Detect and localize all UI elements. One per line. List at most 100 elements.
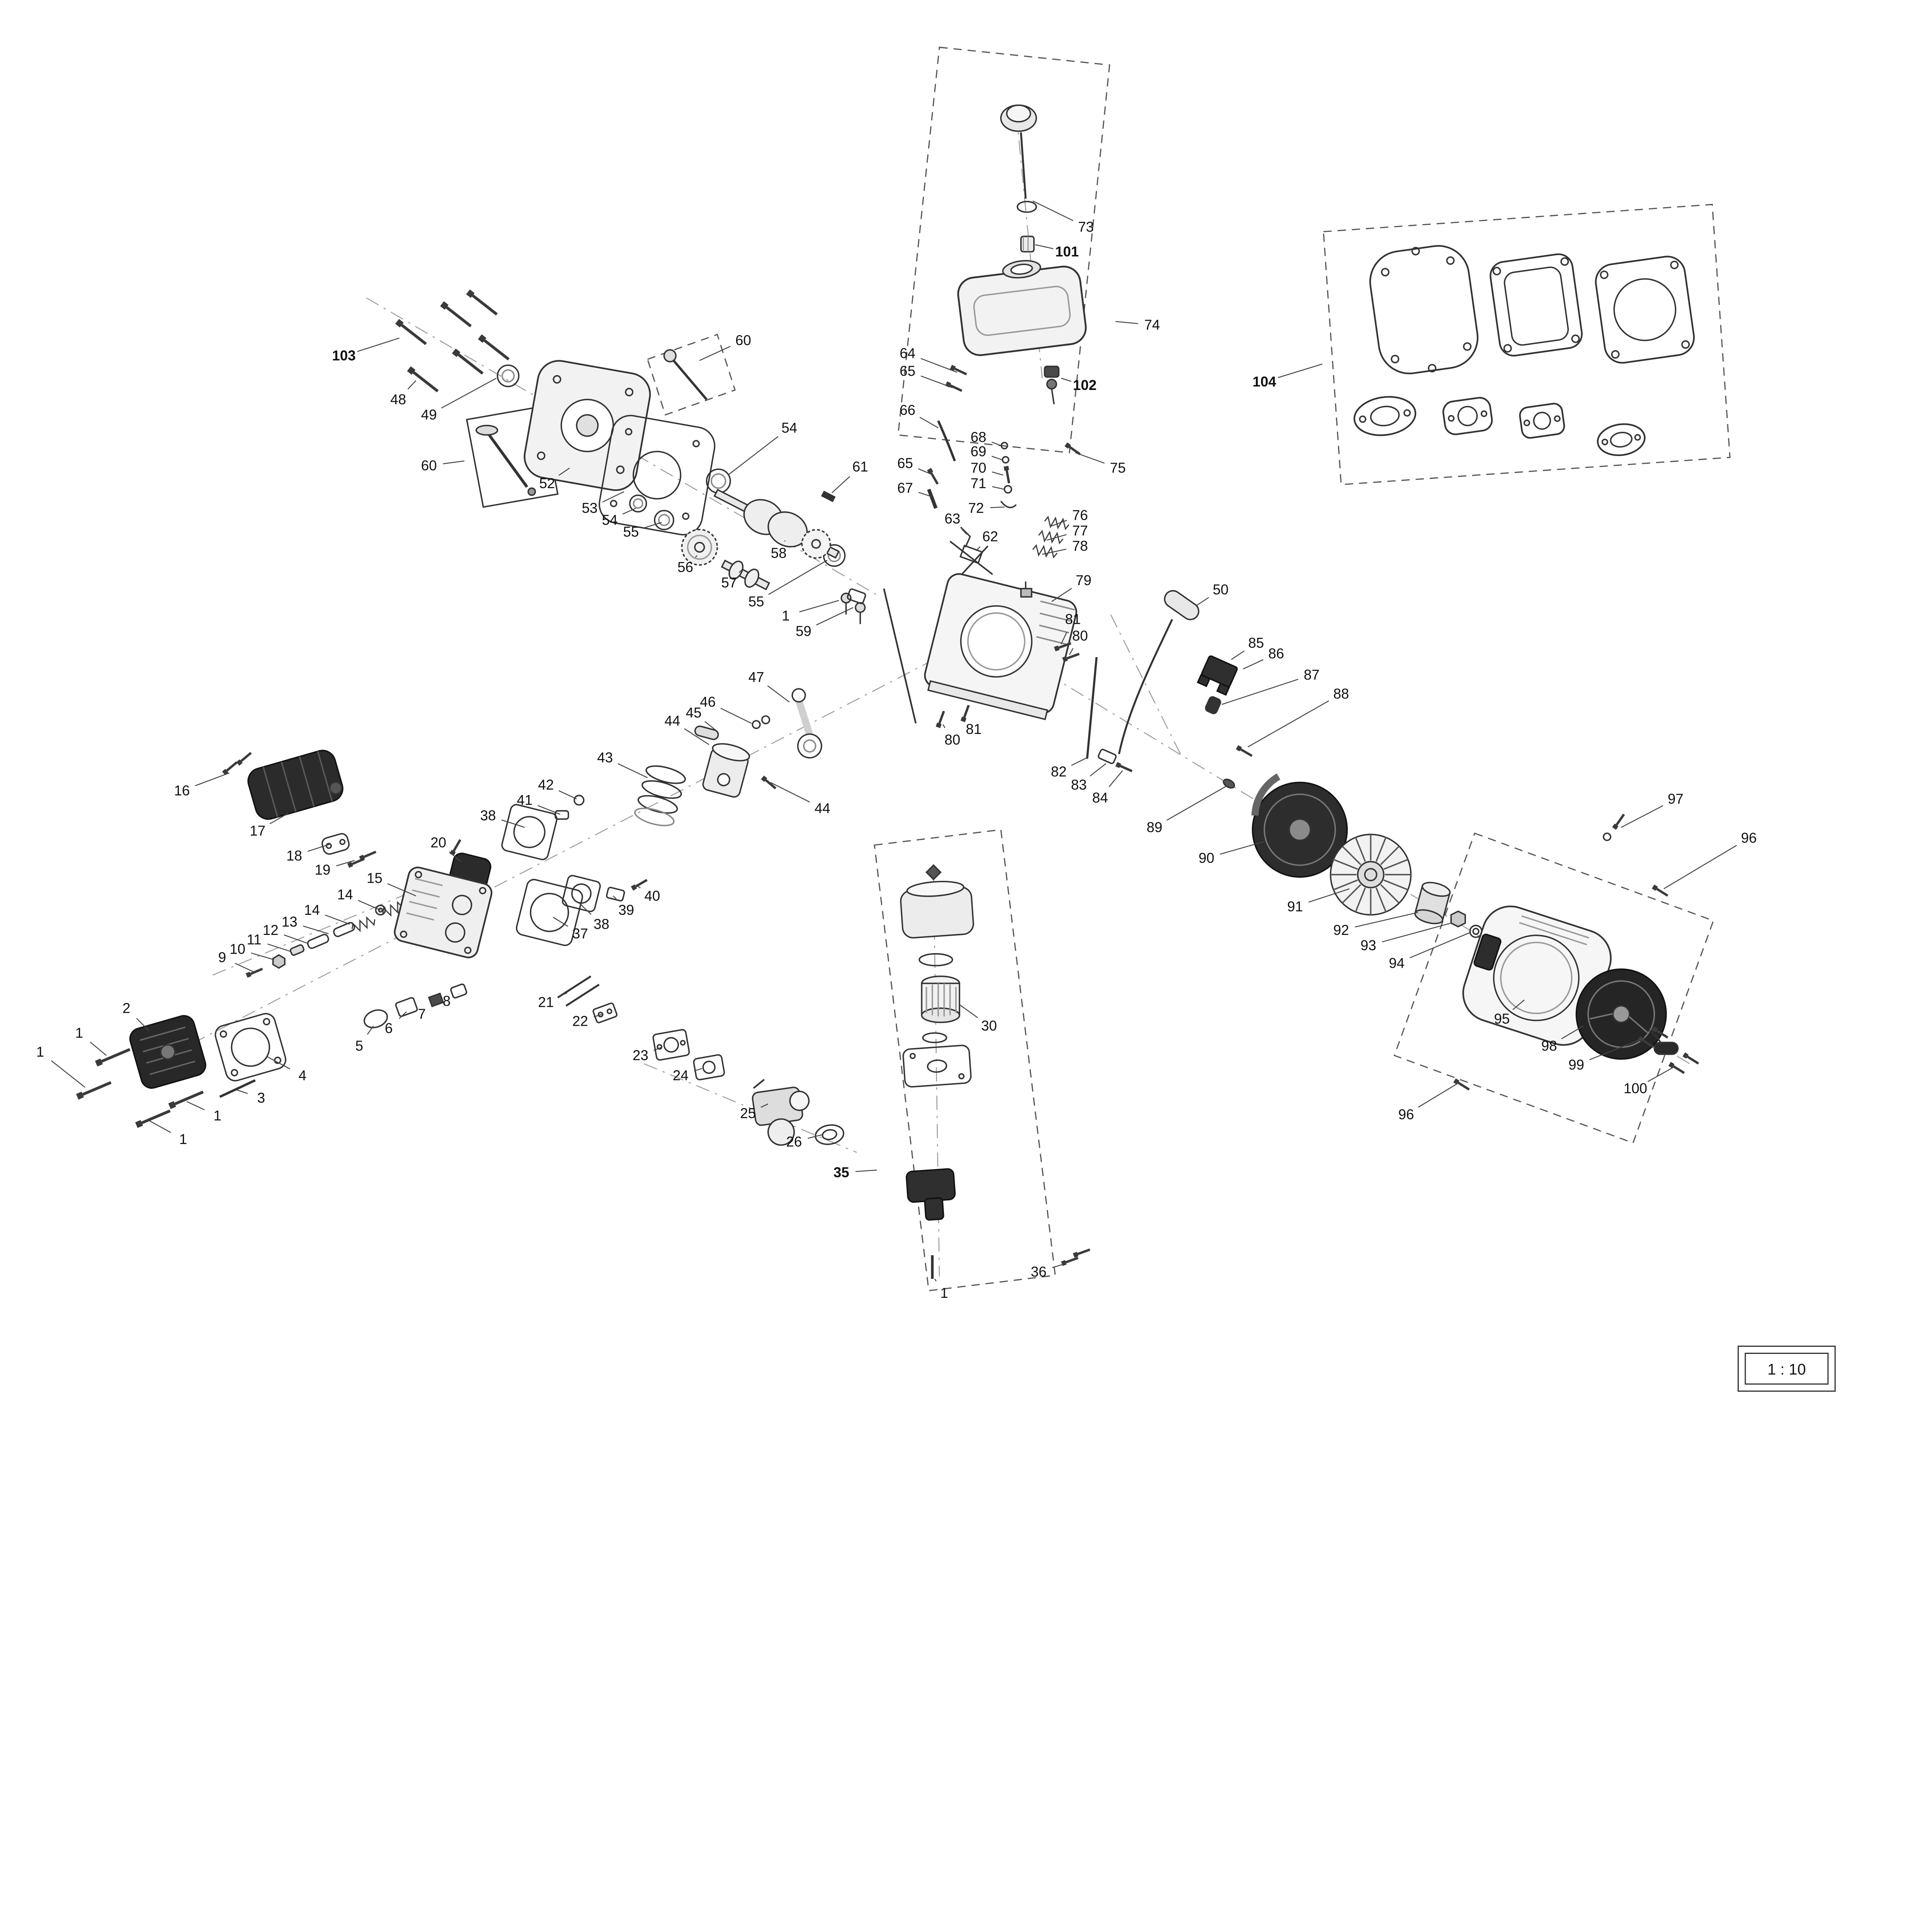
part-label-39: 39 [618, 902, 634, 918]
part-label-62: 62 [982, 529, 998, 545]
leader-line-38 [501, 819, 525, 828]
part-label-76: 76 [1072, 507, 1088, 523]
part-label-103: 103 [332, 348, 355, 364]
leader-line-56 [695, 555, 698, 558]
part-label-40: 40 [645, 888, 660, 904]
leader-line-37 [553, 917, 568, 927]
part-oil-seal [497, 364, 520, 387]
leader-line-6 [399, 1011, 407, 1019]
leader-line-70 [992, 471, 1003, 476]
part-governor-springs [1031, 516, 1070, 558]
part-label-81: 81 [1065, 611, 1081, 627]
leader-line-15 [387, 883, 416, 897]
rod-bolt [761, 776, 777, 790]
part-piston-pin [694, 715, 770, 740]
leader-line-44 [684, 728, 709, 745]
part-label-46: 46 [700, 694, 716, 710]
part-fuel-filter-screen [1020, 235, 1035, 253]
leader-line-104 [1277, 363, 1323, 378]
leader-line-30 [959, 1004, 978, 1018]
part-label-1: 1 [36, 1044, 44, 1060]
part-label-79: 79 [1076, 572, 1092, 588]
part-label-52: 52 [539, 475, 555, 491]
part-label-50: 50 [1213, 582, 1229, 598]
leader-line-36 [1052, 1263, 1066, 1268]
part-spark-plug [1020, 581, 1032, 598]
leader-line-75 [1075, 452, 1105, 464]
leader-line-41 [537, 805, 560, 815]
part-tappets [840, 588, 866, 624]
part-label-87: 87 [1304, 667, 1320, 683]
part-cam-gear [681, 529, 718, 566]
part-label-65: 65 [900, 363, 915, 379]
part-blower-housing [1462, 906, 1612, 1046]
part-cover-gasket [214, 1013, 287, 1081]
part-label-104: 104 [1253, 374, 1277, 390]
part-fuel-pipe [927, 489, 938, 509]
leader-line-3 [236, 1089, 248, 1094]
part-label-42: 42 [538, 777, 554, 793]
leader-line-19 [336, 860, 355, 867]
leader-line-62 [976, 546, 981, 551]
part-fuel-cap [1000, 104, 1037, 213]
leader-line-71 [992, 486, 1005, 490]
leader-line-77 [1047, 534, 1067, 541]
part-label-35: 35 [833, 1165, 849, 1180]
part-ignition-coil [1197, 655, 1238, 696]
part-label-37: 37 [572, 926, 588, 941]
housing-bolt [1652, 885, 1669, 898]
part-flywheel [1251, 773, 1348, 878]
part-label-19: 19 [315, 862, 330, 878]
oil-dipstick-sub-box [466, 405, 559, 508]
leader-line-65 [920, 375, 953, 388]
part-label-17: 17 [250, 823, 265, 839]
part-connecting-rod [791, 688, 822, 759]
leader-line-88 [1247, 700, 1329, 747]
part-label-20: 20 [430, 835, 446, 851]
leader-line-66 [919, 417, 939, 429]
part-number-labels: 1034849606052535454556156575855159474645… [36, 200, 1757, 1301]
part-label-75: 75 [1110, 460, 1126, 476]
leader-line-14 [358, 900, 381, 911]
leader-line-69 [992, 456, 1002, 460]
part-label-10: 10 [230, 941, 245, 957]
center-axes [141, 112, 1690, 1277]
leader-line-40 [638, 886, 641, 889]
part-label-68: 68 [971, 429, 986, 445]
part-label-2: 2 [122, 1000, 130, 1016]
leader-line-9 [235, 963, 253, 972]
part-oil-dipstick-top [663, 349, 708, 400]
part-cooling-fan [1330, 834, 1412, 916]
leader-line-13 [303, 925, 329, 935]
exploded-parts-diagram: 1034849606052535454556156575855159474645… [36, 46, 1836, 1392]
leader-line-76 [1051, 520, 1067, 527]
block-bolt [961, 705, 971, 722]
leader-line-1 [186, 1101, 205, 1110]
part-label-90: 90 [1199, 850, 1214, 866]
leader-line-61 [832, 476, 850, 494]
parts-artwork [76, 104, 1700, 1279]
leader-line-99 [1589, 1037, 1645, 1061]
leader-line-87 [1221, 679, 1299, 705]
part-label-44: 44 [815, 800, 830, 816]
part-label-55: 55 [748, 594, 764, 609]
leader-line-54 [622, 507, 636, 515]
part-head-plate [501, 804, 558, 860]
part-piston-rings [634, 765, 686, 826]
leader-line-46 [720, 708, 752, 724]
exhaust-stud [359, 850, 377, 861]
part-label-64: 64 [900, 346, 915, 361]
part-governor-shaft [1086, 657, 1133, 773]
part-governor-link-rod [883, 588, 917, 724]
leader-line-82 [1071, 757, 1087, 766]
fuel-tank-group-box [897, 46, 1111, 453]
part-label-49: 49 [421, 407, 437, 423]
head-bolt [135, 1108, 171, 1128]
part-label-70: 70 [971, 460, 986, 476]
part-label-86: 86 [1268, 645, 1284, 661]
leader-line-10 [251, 952, 274, 960]
leader-line-1 [51, 1060, 85, 1088]
part-label-99: 99 [1568, 1057, 1584, 1073]
leader-line-90 [1220, 841, 1265, 855]
part-label-5: 5 [355, 1038, 363, 1054]
